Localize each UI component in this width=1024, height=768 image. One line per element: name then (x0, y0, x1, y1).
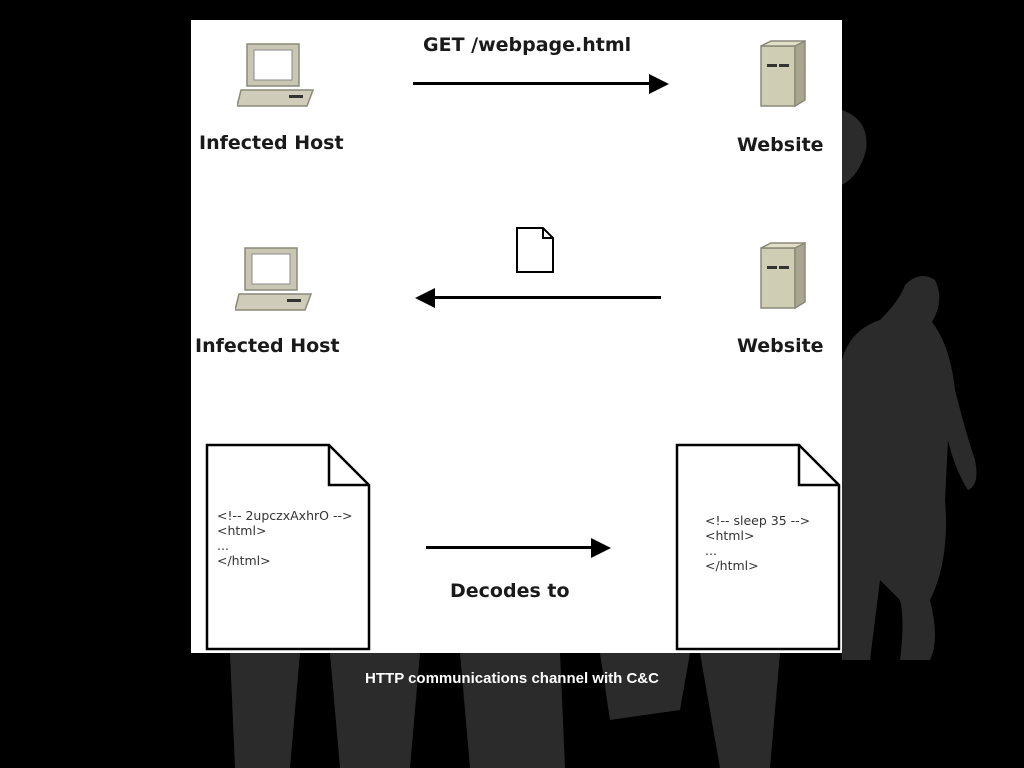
arrowhead-left-icon (415, 288, 435, 308)
diagram-panel: Infected Host GET /webpage.html Website … (191, 20, 842, 653)
encoded-document-text: <!-- 2upczxAxhrO --> <html> ... </html> (217, 508, 352, 568)
arrowhead-right-icon (649, 74, 669, 94)
decoded-line-2: <html> (705, 528, 755, 543)
server-icon (760, 40, 806, 108)
server-icon (760, 242, 806, 310)
decoded-line-1: <!-- sleep 35 --> (705, 513, 811, 528)
decode-arrow (426, 546, 596, 549)
request-label: GET /webpage.html (423, 34, 632, 56)
decoded-document-icon (675, 443, 841, 651)
infected-host-label: Infected Host (195, 335, 340, 357)
encoded-document-icon (205, 443, 371, 651)
computer-icon (237, 43, 315, 107)
decodes-to-label: Decodes to (450, 580, 570, 602)
decoded-line-3: ... (705, 543, 717, 558)
decoded-document-text: <!-- sleep 35 --> <html> ... </html> (705, 513, 810, 573)
request-arrow (413, 82, 653, 85)
infected-host-label: Infected Host (199, 132, 344, 154)
computer-icon (235, 247, 313, 311)
website-label: Website (737, 335, 824, 357)
encoded-line-4: </html> (217, 553, 271, 568)
website-label: Website (737, 134, 824, 156)
arrowhead-right-icon (591, 538, 611, 558)
encoded-line-2: <html> (217, 523, 267, 538)
slide-caption: HTTP communications channel with C&C (365, 670, 659, 687)
encoded-line-3: ... (217, 538, 229, 553)
decoded-line-4: </html> (705, 558, 759, 573)
document-icon (516, 227, 554, 273)
response-arrow (431, 296, 661, 299)
encoded-line-1: <!-- 2upczxAxhrO --> (217, 508, 353, 523)
